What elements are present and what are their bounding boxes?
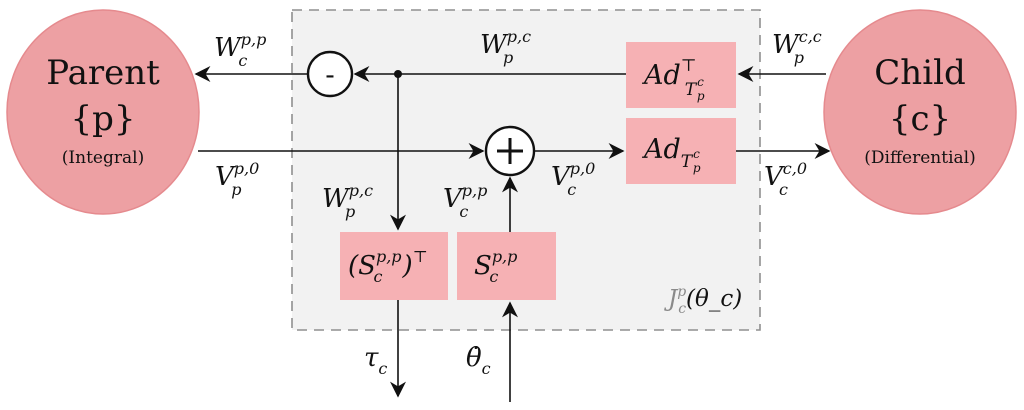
s-transpose-block: [340, 232, 448, 300]
plus-junction: [484, 125, 536, 177]
child-node: Child {c} (Differential): [823, 9, 1017, 215]
child-note: (Differential): [864, 148, 975, 168]
ad-block: [626, 118, 736, 184]
child-title: Child: [874, 53, 965, 93]
parent-node: Parent {p} (Integral): [6, 9, 200, 215]
ad-transpose-block: [626, 42, 736, 108]
signal-tau: τc: [364, 343, 387, 378]
minus-junction: -: [306, 50, 354, 98]
s-block: [457, 232, 556, 300]
parent-title: Parent: [46, 53, 160, 93]
minus-sign: -: [325, 58, 334, 91]
parent-note: (Integral): [62, 148, 144, 168]
parent-set: {p}: [70, 99, 135, 139]
signal-theta-dot: θ̇c: [466, 343, 491, 378]
child-set: {c}: [889, 99, 951, 139]
